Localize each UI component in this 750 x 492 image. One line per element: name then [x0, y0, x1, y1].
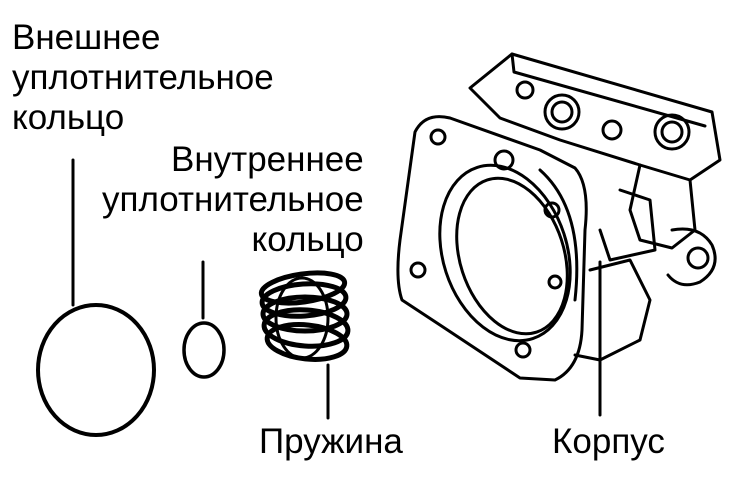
- inner-o-ring-label-line-1: Внутреннее: [171, 140, 364, 179]
- outer-o-ring-label-line-3: кольцо: [12, 98, 125, 137]
- outer-o-ring: [36, 303, 156, 437]
- outer-o-ring-label-line-1: Внешнее: [12, 18, 161, 57]
- inner-o-ring: [182, 321, 226, 379]
- inner-o-ring-label-line-2: уплотнительное: [102, 180, 364, 219]
- outer-o-ring-label-line-2: уплотнительное: [12, 58, 274, 97]
- spring-label: Пружина: [259, 422, 403, 461]
- inner-o-ring-label-line-3: кольцо: [251, 220, 364, 259]
- inner-o-ring-label: Внутреннее уплотнительное кольцо: [102, 140, 364, 260]
- spring: [258, 270, 351, 362]
- outer-o-ring-label: Внешнее уплотнительное кольцо: [12, 18, 274, 138]
- housing-label: Корпус: [552, 422, 665, 461]
- housing: [396, 52, 722, 382]
